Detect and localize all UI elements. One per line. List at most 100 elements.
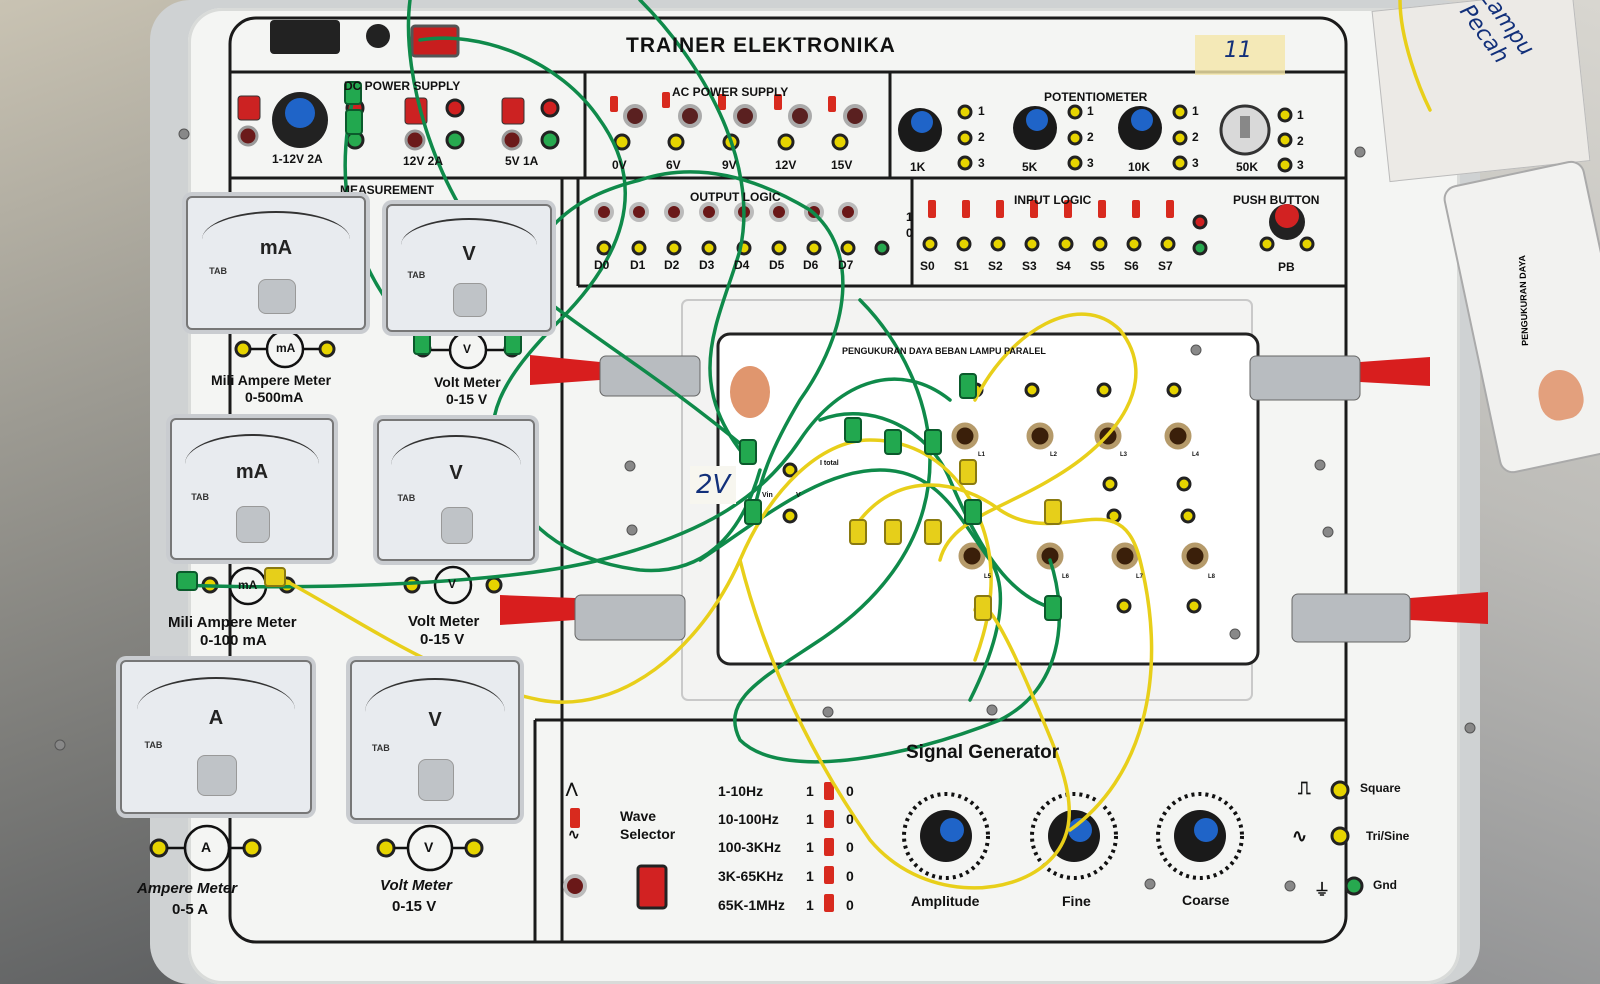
output-d4: D4 [734,258,750,272]
dc-supply-title: DC POWER SUPPLY [344,79,461,93]
output-d0: D0 [594,258,610,272]
input-s3: S3 [1022,259,1037,273]
fine-knob[interactable] [1048,810,1100,862]
lamp-l4-label: L4 [1192,452,1200,458]
pot-5k-pin3: 3 [1087,156,1094,170]
main-power-switch[interactable] [412,26,458,56]
meter-6-zero-adjust[interactable] [418,758,454,802]
ac-tap-0v: 0V [612,158,627,172]
push-button-title: PUSH BUTTON [1233,193,1320,207]
input-logic-title: INPUT LOGIC [1014,193,1092,207]
meter-6-symbol: V [424,839,434,855]
lamp-l3-label: L3 [1120,452,1128,458]
pot-50k-label: 50K [1236,160,1259,174]
push-button-label: PB [1278,260,1295,274]
pot-10k-pin3: 3 [1192,156,1199,170]
meter-2-range: 0-15 V [446,391,488,407]
pot-50k-pin3: 3 [1297,158,1304,172]
meter-4-unit: V [449,462,463,485]
meter-6-unit: V [428,708,442,731]
fine-label: Fine [1062,893,1091,909]
pot-10k-pin2: 2 [1192,130,1199,144]
handwritten-mark: 11 [1224,38,1252,63]
ac-tap-6v: 6V [666,158,681,172]
meter-1-unit: mA [259,237,293,259]
module-terminal-itotal: I total [820,460,839,467]
meter-5-brand: TAB [144,740,163,750]
range-1-label: 1-10Hz [718,783,764,799]
meter-1-zero-adjust[interactable] [258,278,296,315]
coarse-knob[interactable] [1174,810,1226,862]
input-s2: S2 [988,259,1003,273]
lamp-l7-label: L7 [1136,574,1144,580]
lamp-l5-label: L5 [984,574,992,580]
meter-3-zero-adjust[interactable] [236,505,270,544]
input-switch-off-label: 0 [906,226,913,240]
gnd-output-label: Gnd [1373,878,1397,892]
meter-2-brand: TAB [407,270,426,281]
ac-tap-15v: 15V [831,158,853,172]
pot-5k-label: 5K [1022,160,1038,174]
pot-1k-pin1: 1 [978,104,985,118]
pot-1k-pin2: 2 [978,130,985,144]
range-2-label: 10-100Hz [718,811,779,827]
milliammeter-100: mA TAB [170,418,334,560]
signal-generator-title: Signal Generator [906,742,1060,763]
coarse-label: Coarse [1182,892,1230,908]
meter-1-symbol: mA [276,341,296,355]
trisine-output-label: Tri/Sine [1366,829,1410,843]
meter-2-zero-adjust[interactable] [452,282,488,318]
lamp-l8-label: L8 [1208,574,1216,580]
pot-5k-pin1: 1 [1087,104,1094,118]
meter-3-range: 0-100 mA [200,632,267,649]
input-s1: S1 [954,259,969,273]
square-output-label: Square [1360,781,1401,795]
meter-4-label: Volt Meter [408,613,480,630]
meter-3-brand: TAB [191,491,210,502]
range-1-on: 1 [806,783,814,799]
range-4-on: 1 [806,868,814,884]
output-d6: D6 [803,258,819,272]
triangle-wave-icon: ⋀ [566,780,578,796]
measurement-title: MEASUREMENT [340,183,435,197]
meter-4-symbol: V [448,577,457,591]
input-s4: S4 [1056,259,1071,273]
lamp-l6-label: L6 [1062,574,1070,580]
amplitude-knob[interactable] [920,810,972,862]
range-1-off: 0 [846,783,854,799]
pot-1k-label: 1K [910,160,926,174]
sine-wave-icon: ∿ [1292,826,1308,846]
meter-3-symbol: mA [238,578,258,592]
meter-6-brand: TAB [371,743,390,754]
voltmeter-1: V TAB [386,204,552,332]
meter-5-range: 0-5 A [172,901,209,918]
dc-indicator-1 [237,125,259,147]
push-button-target[interactable] [1269,204,1305,240]
range-2-off: 0 [846,811,854,827]
meter-5-unit: A [208,707,224,729]
range-4-label: 3K-65KHz [718,868,784,884]
ac-tap-12v: 12V [775,158,797,172]
output-d7: D7 [838,258,854,272]
ac-tap-9v: 9V [722,158,737,172]
fuse-holder [366,24,390,48]
power-inlet [270,20,340,54]
wave-selector-toggle [570,808,580,828]
lamp-bulb [730,366,770,418]
range-3-label: 100-3KHz [718,839,782,855]
pot-50k-pin1: 1 [1297,108,1304,122]
meter-4-zero-adjust[interactable] [440,506,474,545]
range-3-off: 0 [846,839,854,855]
panel-title: TRAINER ELEKTRONIKA [626,34,896,57]
meter-3-unit: mA [235,461,269,484]
dc-output-2-label: 12V 2A [403,154,444,168]
meter-5-zero-adjust[interactable] [197,755,237,796]
module-terminal-v: V [796,492,801,499]
meter-5-label: Ampere Meter [137,880,238,897]
square-wave-icon: ⎍ [1298,778,1311,798]
meter-5-symbol: A [201,839,212,855]
ammeter-5a: A TAB [120,660,312,814]
dc-switch-3 [501,97,525,125]
dc-voltage-knob[interactable] [272,92,328,148]
